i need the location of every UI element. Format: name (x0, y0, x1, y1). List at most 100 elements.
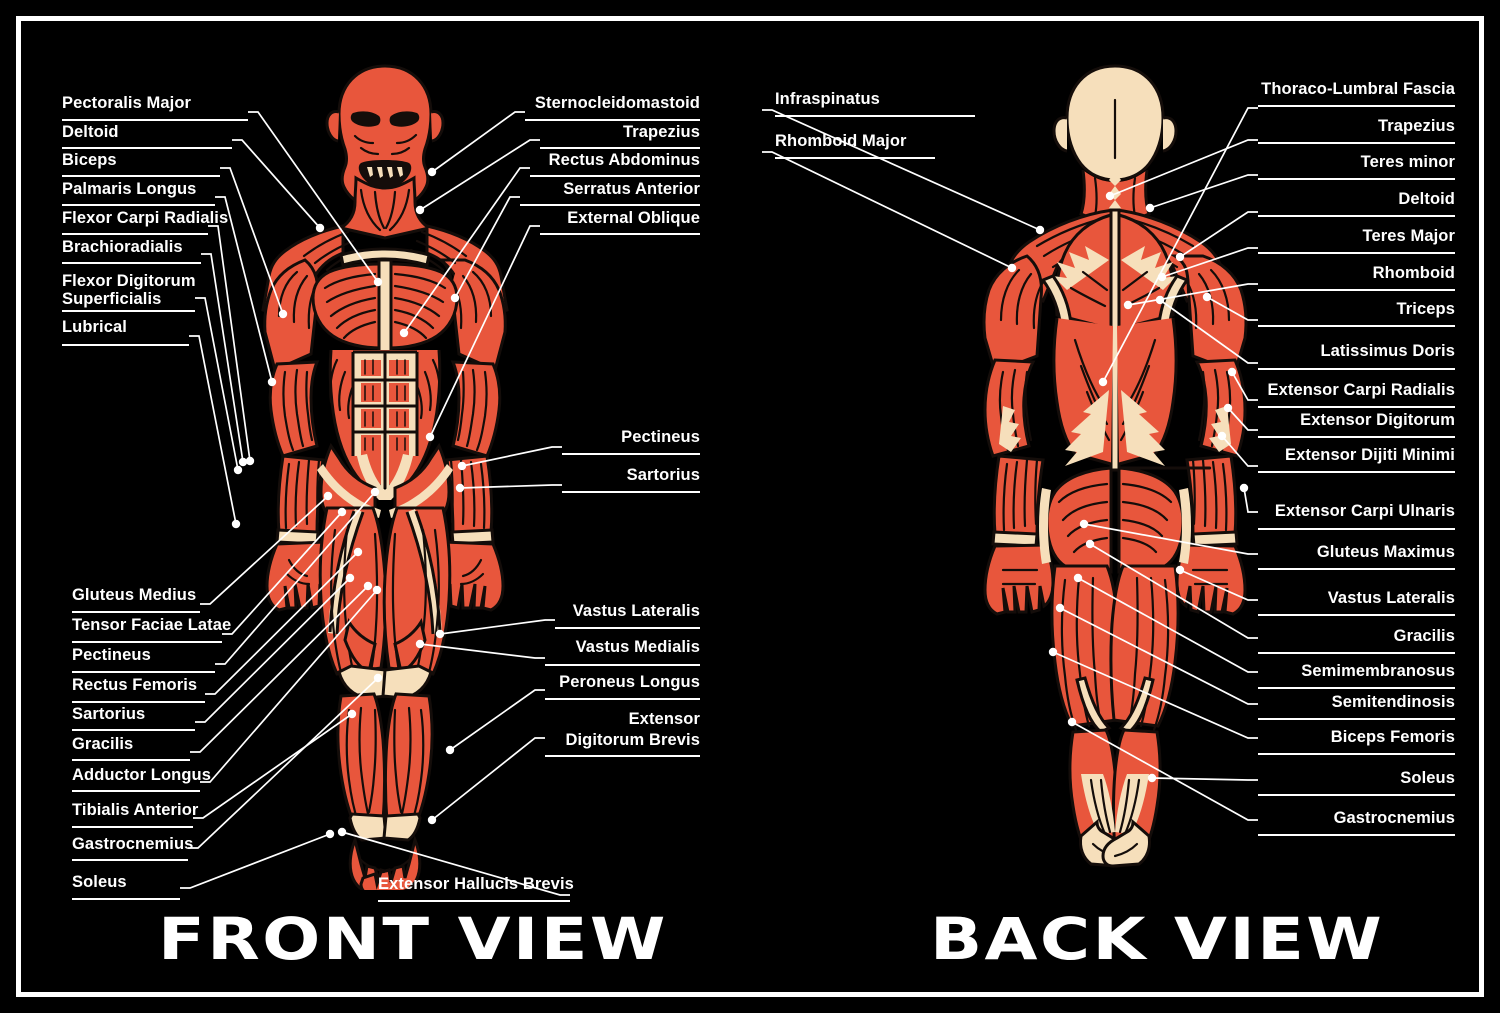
front-left-rule-10 (72, 671, 215, 673)
front-bottom-rule (378, 900, 570, 902)
front-right-label-9: Peroneus Longus (559, 673, 700, 691)
front-left-rule-15 (72, 826, 193, 828)
front-right-label-0: Sternocleidomastoid (534, 94, 700, 112)
back-right-label-3: Deltoid (1398, 190, 1455, 208)
front-left-rule-1 (62, 147, 232, 149)
back-right-label-5: Rhomboid (1372, 264, 1455, 282)
back-right-label-0: Thoraco-Lumbral Fascia (1261, 80, 1455, 98)
front-left-label-16: Gastrocnemius (72, 835, 194, 853)
front-left-label-3: Palmaris Longus (62, 180, 197, 198)
front-right-label-5: Pectineus (621, 428, 700, 446)
front-right-rule-5 (562, 453, 700, 455)
front-left-rule-9 (72, 641, 222, 643)
back-right-rule-2 (1258, 178, 1455, 180)
back-right-rule-7 (1258, 368, 1455, 370)
front-right-label-7: Vastus Lateralis (572, 602, 700, 620)
front-left-label-8: Gluteus Medius (72, 586, 197, 604)
back-right-rule-11 (1258, 528, 1455, 530)
back-right-rule-6 (1258, 325, 1455, 327)
back-right-rule-16 (1258, 718, 1455, 720)
back-right-label-11: Extensor Carpi Ulnaris (1274, 502, 1455, 520)
back-right-rule-8 (1258, 406, 1455, 408)
front-view-figure (261, 64, 509, 890)
front-left-rule-12 (72, 729, 195, 731)
front-right-rule-4 (540, 233, 700, 235)
back-right-label-10: Extensor Dijiti Minimi (1285, 446, 1455, 464)
front-left-label-5: Brachioradialis (62, 238, 183, 256)
front-right-label-2: Rectus Abdominus (548, 151, 700, 169)
front-right-rule-10 (545, 755, 700, 757)
front-left-rule-2 (62, 175, 220, 177)
back-right-label-16: Semitendinosis (1331, 693, 1455, 711)
front-right-rule-7 (555, 627, 700, 629)
front-left-rule-0 (62, 119, 248, 121)
front-left-rule-16 (72, 859, 188, 861)
front-left-label-17: Soleus (72, 873, 127, 891)
back-right-label-6: Triceps (1396, 300, 1455, 318)
front-right-rule-0 (525, 119, 700, 121)
back-right-rule-1 (1258, 142, 1455, 144)
back-right-label-17: Biceps Femoris (1330, 728, 1455, 746)
front-right-label-10: Extensor Digitorum Brevis (565, 710, 700, 749)
back-right-label-7: Latissimus Doris (1320, 342, 1455, 360)
back-right-rule-13 (1258, 614, 1455, 616)
front-left-rule-17 (72, 898, 180, 900)
front-left-rule-11 (72, 701, 205, 703)
front-view-title: FRONT VIEW (158, 905, 668, 973)
front-left-label-14: Adductor Longus (72, 766, 211, 784)
front-left-rule-6 (62, 310, 195, 312)
front-right-rule-3 (520, 204, 700, 206)
front-right-rule-8 (545, 664, 700, 666)
back-view-figure (982, 64, 1248, 868)
back-right-rule-3 (1258, 215, 1455, 217)
front-right-rule-1 (540, 147, 700, 149)
back-right-label-4: Teres Major (1362, 227, 1455, 245)
front-left-label-10: Pectineus (72, 646, 151, 664)
front-left-label-9: Tensor Faciae Latae (72, 616, 232, 634)
front-left-rule-14 (72, 790, 200, 792)
front-right-label-8: Vastus Medialis (575, 638, 700, 656)
front-right-rule-2 (530, 175, 700, 177)
back-right-label-12: Gluteus Maximus (1316, 543, 1455, 561)
back-right-rule-17 (1258, 753, 1455, 755)
back-left-rule-0 (775, 115, 975, 117)
back-right-rule-5 (1258, 289, 1455, 291)
front-right-label-3: Serratus Anterior (563, 180, 700, 198)
front-left-label-12: Sartorius (72, 705, 146, 723)
front-right-label-4: External Oblique (567, 209, 700, 227)
back-left-rule-1 (775, 157, 935, 159)
back-right-rule-4 (1258, 252, 1455, 254)
back-right-label-15: Semimembranosus (1301, 662, 1455, 680)
front-right-label-1: Trapezius (622, 123, 700, 141)
back-right-label-9: Extensor Digitorum (1300, 411, 1455, 429)
front-left-rule-3 (62, 204, 215, 206)
back-right-label-2: Teres minor (1360, 153, 1455, 171)
front-left-label-15: Tibialis Anterior (72, 801, 199, 819)
back-right-rule-12 (1258, 568, 1455, 570)
back-right-label-13: Vastus Lateralis (1327, 589, 1455, 607)
front-left-label-1: Deltoid (62, 123, 119, 141)
back-right-label-18: Soleus (1400, 769, 1455, 787)
back-right-rule-19 (1258, 834, 1455, 836)
back-right-rule-9 (1258, 436, 1455, 438)
front-left-rule-4 (62, 233, 208, 235)
back-right-rule-18 (1258, 794, 1455, 796)
back-left-label-0: Infraspinatus (775, 90, 880, 108)
back-right-label-8: Extensor Carpi Radialis (1267, 381, 1455, 399)
back-right-rule-14 (1258, 652, 1455, 654)
front-right-rule-6 (562, 491, 700, 493)
front-left-label-7: Lubrical (62, 318, 127, 336)
front-left-label-0: Pectoralis Major (62, 94, 192, 112)
front-left-label-13: Gracilis (72, 735, 134, 753)
back-right-rule-0 (1258, 105, 1455, 107)
front-left-label-11: Rectus Femoris (72, 676, 198, 694)
front-left-rule-7 (62, 344, 189, 346)
back-right-rule-10 (1258, 471, 1455, 473)
front-left-rule-8 (72, 611, 200, 613)
front-right-label-6: Sartorius (626, 466, 700, 484)
front-left-rule-5 (62, 262, 201, 264)
back-right-rule-15 (1258, 687, 1455, 689)
